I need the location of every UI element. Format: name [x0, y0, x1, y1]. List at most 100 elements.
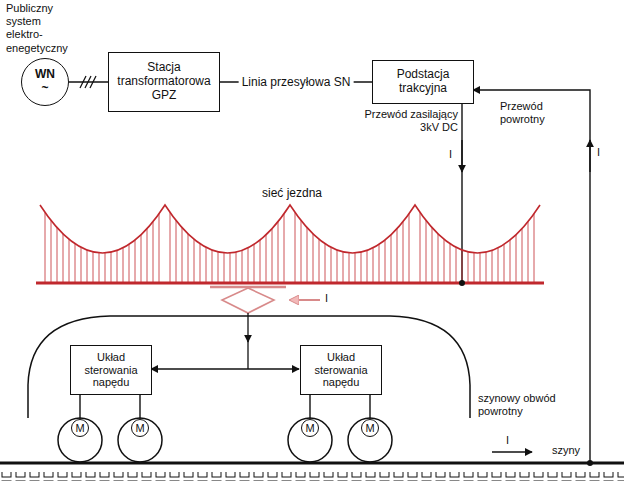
- wheel: [58, 418, 102, 462]
- dropper: [450, 244, 451, 282]
- current-arrow: [589, 140, 590, 172]
- dropper: [528, 222, 529, 282]
- catenary-label: sieć jezdna: [262, 186, 322, 200]
- dropper: [123, 248, 124, 282]
- drive-control-box: Układ sterowania napędu: [300, 345, 382, 395]
- connector-line: [369, 395, 370, 419]
- dropper: [325, 244, 326, 282]
- dropper: [87, 250, 88, 282]
- substation-box: Podstacja trakcyjna: [372, 60, 474, 104]
- dropper: [254, 244, 255, 282]
- pantograph-arms: [222, 288, 274, 313]
- dropper: [206, 247, 207, 282]
- dropper: [51, 220, 52, 282]
- dropper: [57, 228, 58, 282]
- dropper: [99, 253, 100, 282]
- dropper: [492, 250, 493, 282]
- feed-line: [247, 340, 248, 369]
- return-wire: [473, 90, 590, 463]
- dropper: [397, 229, 398, 282]
- connector-line: [69, 81, 108, 82]
- wheel: [348, 418, 392, 462]
- node-text: M: [135, 422, 144, 435]
- dropper: [462, 250, 463, 282]
- dropper: [45, 212, 46, 282]
- junction-dot: [587, 460, 593, 466]
- current-label: I: [325, 292, 328, 305]
- dropper: [200, 244, 201, 282]
- connector-line: [139, 395, 140, 419]
- dropper: [153, 222, 154, 282]
- dropper: [438, 234, 439, 282]
- dropper: [93, 252, 94, 282]
- dropper: [69, 239, 70, 282]
- dropper: [355, 253, 356, 282]
- dropper: [510, 240, 511, 282]
- sleepers: [0, 472, 624, 481]
- dropper: [278, 222, 279, 282]
- generator-text: WN: [35, 68, 55, 82]
- current-arrow: [290, 299, 320, 301]
- wire-label: Przewód zasilający 3kV DC: [358, 108, 458, 134]
- rail: [0, 462, 624, 465]
- dropper: [75, 244, 76, 282]
- dropper: [420, 212, 421, 282]
- motor-circle: M: [131, 419, 149, 437]
- substation-box: Stacja transformatorowa GPZ: [108, 52, 220, 112]
- dropper: [456, 247, 457, 282]
- rail-label: szyny: [552, 444, 580, 457]
- feed-arrow: [247, 313, 248, 342]
- dropper: [403, 222, 404, 282]
- node-text: Podstacja trakcyjna: [377, 68, 469, 96]
- supply-wire: [461, 104, 462, 283]
- dropper: [319, 239, 320, 282]
- dropper: [176, 220, 177, 282]
- dropper: [129, 244, 130, 282]
- dropper: [426, 220, 427, 282]
- motor-circle: M: [71, 419, 89, 437]
- node-text: Układ sterowania napędu: [305, 351, 377, 389]
- dropper: [147, 229, 148, 282]
- dropper: [230, 253, 231, 282]
- dropper: [63, 234, 64, 282]
- dropper: [498, 248, 499, 282]
- dropper: [409, 214, 410, 282]
- catenary-droppers: [45, 212, 534, 282]
- dropper: [182, 228, 183, 282]
- line-label: Linia przesyłowa SN: [239, 75, 354, 89]
- dropper: [343, 252, 344, 282]
- dropper: [367, 250, 368, 282]
- messenger-wire: [40, 205, 540, 253]
- node-text: M: [305, 422, 314, 435]
- system-label: Publiczny system elektro-enegetyczny: [6, 2, 78, 55]
- dropper: [105, 253, 106, 282]
- dropper: [135, 240, 136, 282]
- current-label: I: [597, 146, 600, 159]
- dropper: [516, 235, 517, 282]
- current-label: I: [449, 148, 452, 161]
- wire-label: Przewód powrotny: [500, 100, 584, 126]
- dropper: [188, 234, 189, 282]
- wheel: [288, 418, 332, 462]
- current-arrow: [492, 451, 532, 452]
- dropper: [295, 212, 296, 282]
- dropper: [432, 228, 433, 282]
- dropper: [474, 253, 475, 282]
- dropper: [361, 252, 362, 282]
- wheels: [58, 418, 392, 462]
- drive-control-box: Układ sterowania napędu: [70, 345, 152, 395]
- dropper: [224, 253, 225, 282]
- dropper: [212, 250, 213, 282]
- dropper: [391, 235, 392, 282]
- dropper: [260, 240, 261, 282]
- dropper: [468, 252, 469, 282]
- junction-dot: [459, 280, 465, 286]
- connector-line: [309, 395, 310, 419]
- dropper: [522, 229, 523, 282]
- dropper: [486, 252, 487, 282]
- pantograph: [210, 287, 286, 313]
- dropper: [504, 244, 505, 282]
